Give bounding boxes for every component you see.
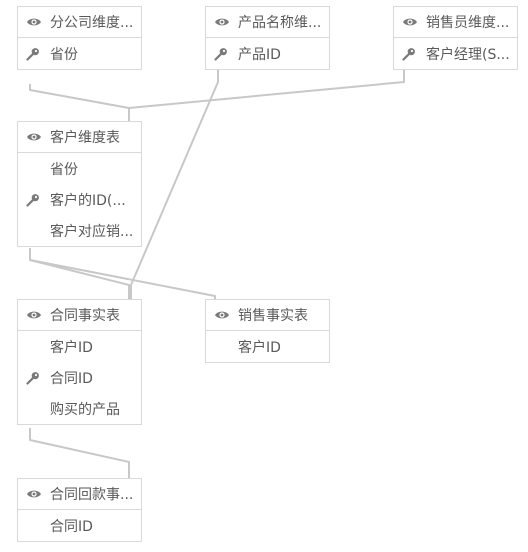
key-icon bbox=[18, 193, 50, 207]
table-header[interactable]: 销售事实表 bbox=[206, 300, 329, 331]
link-branch-customer bbox=[29, 84, 130, 121]
eye-icon[interactable] bbox=[26, 309, 50, 321]
eye-icon[interactable] bbox=[26, 488, 50, 500]
table-header[interactable]: 合同回款事... bbox=[18, 479, 141, 510]
eye-icon[interactable] bbox=[26, 131, 50, 143]
field-label: 合同ID bbox=[50, 370, 93, 387]
table-card-contract-fact[interactable]: 合同事实表客户ID 合同ID 购买的产品 bbox=[17, 299, 142, 425]
table-card-customer-dim[interactable]: 客户维度表省份客户的ID(... 客户对应销... bbox=[17, 121, 142, 247]
field-row[interactable]: 合同ID bbox=[18, 510, 141, 541]
field-row[interactable]: 客户对应销... bbox=[18, 215, 141, 246]
eye-icon[interactable] bbox=[402, 16, 426, 28]
table-header[interactable]: 产品名称维... bbox=[206, 7, 329, 38]
table-card-sales-dim[interactable]: 销售员维度... 客户经理(S... bbox=[393, 6, 518, 70]
key-icon bbox=[18, 47, 50, 61]
field-row[interactable]: 产品ID bbox=[206, 38, 329, 69]
field-row[interactable]: 省份 bbox=[18, 38, 141, 69]
field-label: 购买的产品 bbox=[50, 401, 120, 418]
field-label: 客户的ID(... bbox=[50, 192, 126, 209]
key-icon bbox=[394, 47, 426, 61]
table-title: 产品名称维... bbox=[238, 15, 322, 31]
table-card-sales-fact[interactable]: 销售事实表客户ID bbox=[205, 299, 330, 363]
key-icon bbox=[18, 371, 50, 385]
field-label: 省份 bbox=[50, 161, 78, 178]
field-label: 客户ID bbox=[238, 339, 281, 356]
field-label: 客户ID bbox=[50, 339, 93, 356]
field-row[interactable]: 客户的ID(... bbox=[18, 184, 141, 215]
link-contract-payment bbox=[29, 428, 130, 478]
field-row[interactable]: 省份 bbox=[18, 153, 141, 184]
table-card-product-dim[interactable]: 产品名称维... 产品ID bbox=[205, 6, 330, 70]
table-title: 销售员维度... bbox=[426, 15, 510, 31]
field-row[interactable]: 购买的产品 bbox=[18, 393, 141, 424]
table-title: 销售事实表 bbox=[238, 308, 308, 324]
field-label: 产品ID bbox=[238, 46, 281, 63]
link-product-contract bbox=[130, 57, 219, 299]
field-row[interactable]: 客户ID bbox=[206, 331, 329, 362]
table-header[interactable]: 分公司维度... bbox=[18, 7, 141, 38]
table-header[interactable]: 客户维度表 bbox=[18, 122, 141, 153]
eye-icon[interactable] bbox=[214, 16, 238, 28]
table-header[interactable]: 合同事实表 bbox=[18, 300, 141, 331]
field-label: 省份 bbox=[50, 46, 78, 63]
field-label: 客户对应销... bbox=[50, 223, 134, 240]
table-title: 分公司维度... bbox=[50, 15, 134, 31]
key-icon bbox=[206, 47, 238, 61]
field-label: 合同ID bbox=[50, 518, 93, 535]
field-row[interactable]: 客户ID bbox=[18, 331, 141, 362]
table-card-branch-dim[interactable]: 分公司维度... 省份 bbox=[17, 6, 142, 70]
table-header[interactable]: 销售员维度... bbox=[394, 7, 517, 38]
link-customer-contract bbox=[29, 248, 130, 299]
table-title: 客户维度表 bbox=[50, 130, 120, 146]
field-row[interactable]: 客户经理(S... bbox=[394, 38, 517, 69]
table-title: 合同回款事... bbox=[50, 487, 134, 503]
eye-icon[interactable] bbox=[214, 309, 238, 321]
field-label: 客户经理(S... bbox=[426, 46, 510, 63]
table-title: 合同事实表 bbox=[50, 308, 120, 324]
link-customer-salesfact bbox=[29, 259, 216, 302]
field-row[interactable]: 合同ID bbox=[18, 362, 141, 393]
eye-icon[interactable] bbox=[26, 16, 50, 28]
table-card-payment-fact[interactable]: 合同回款事... 合同ID bbox=[17, 478, 142, 542]
link-sales-customer bbox=[128, 70, 405, 109]
